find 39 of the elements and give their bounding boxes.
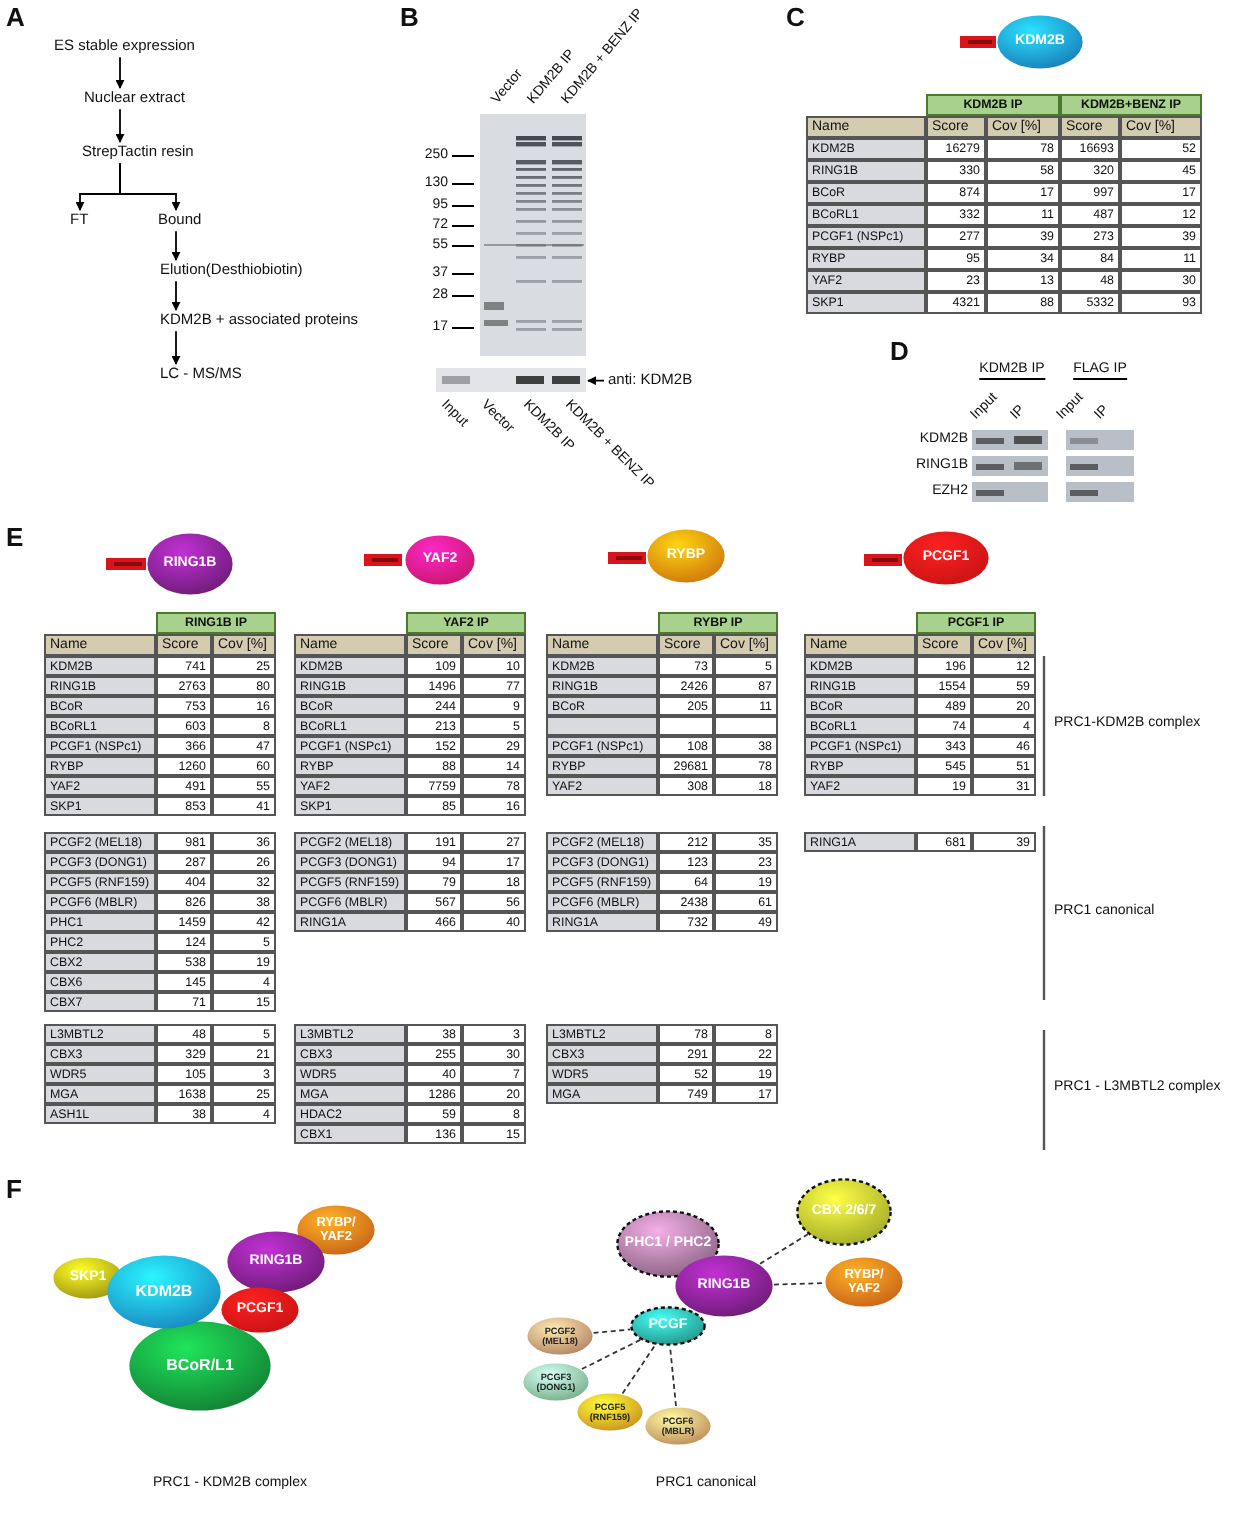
dashed-connector xyxy=(669,1345,677,1407)
panel-label: A xyxy=(6,4,25,34)
protein-ellipse xyxy=(146,532,234,596)
protein-ellipse xyxy=(902,530,990,586)
arrow xyxy=(587,376,605,386)
protein-ellipse xyxy=(220,1286,300,1334)
arrow xyxy=(171,280,181,311)
dashed-connector xyxy=(759,1233,809,1265)
protein-name: BCoR/L1 xyxy=(166,1357,234,1375)
protein-ellipse xyxy=(128,1320,272,1412)
arrow xyxy=(119,162,181,211)
arrow xyxy=(171,230,181,261)
arrow xyxy=(115,56,125,89)
panel-label: B xyxy=(400,4,419,34)
dashed-connector xyxy=(773,1282,825,1286)
protein-ellipse xyxy=(526,1316,594,1356)
protein-ellipse xyxy=(522,1362,590,1402)
dashed-connector xyxy=(581,1338,642,1370)
panel-label: E xyxy=(6,524,24,554)
panel-label: D xyxy=(890,338,909,368)
panel-label: F xyxy=(6,1176,22,1206)
protein-ellipse xyxy=(296,1204,376,1256)
protein-ellipse xyxy=(106,1254,222,1330)
panel-label: C xyxy=(786,4,805,34)
protein-ellipse xyxy=(674,1254,774,1318)
protein-ellipse xyxy=(996,14,1084,70)
blot-strip xyxy=(436,368,586,392)
protein-ellipse xyxy=(824,1256,904,1308)
protein-ellipse xyxy=(796,1178,892,1246)
arrow xyxy=(115,108,125,143)
protein-ellipse xyxy=(404,534,476,586)
dashed-connector xyxy=(621,1343,657,1395)
protein-ellipse xyxy=(630,1306,706,1346)
protein-ellipse xyxy=(576,1392,644,1432)
protein-name: KDM2B xyxy=(135,1283,193,1301)
arrow xyxy=(171,330,181,365)
dashed-connector xyxy=(592,1328,632,1334)
protein-ellipse xyxy=(644,1406,712,1446)
protein-ellipse xyxy=(646,528,726,584)
